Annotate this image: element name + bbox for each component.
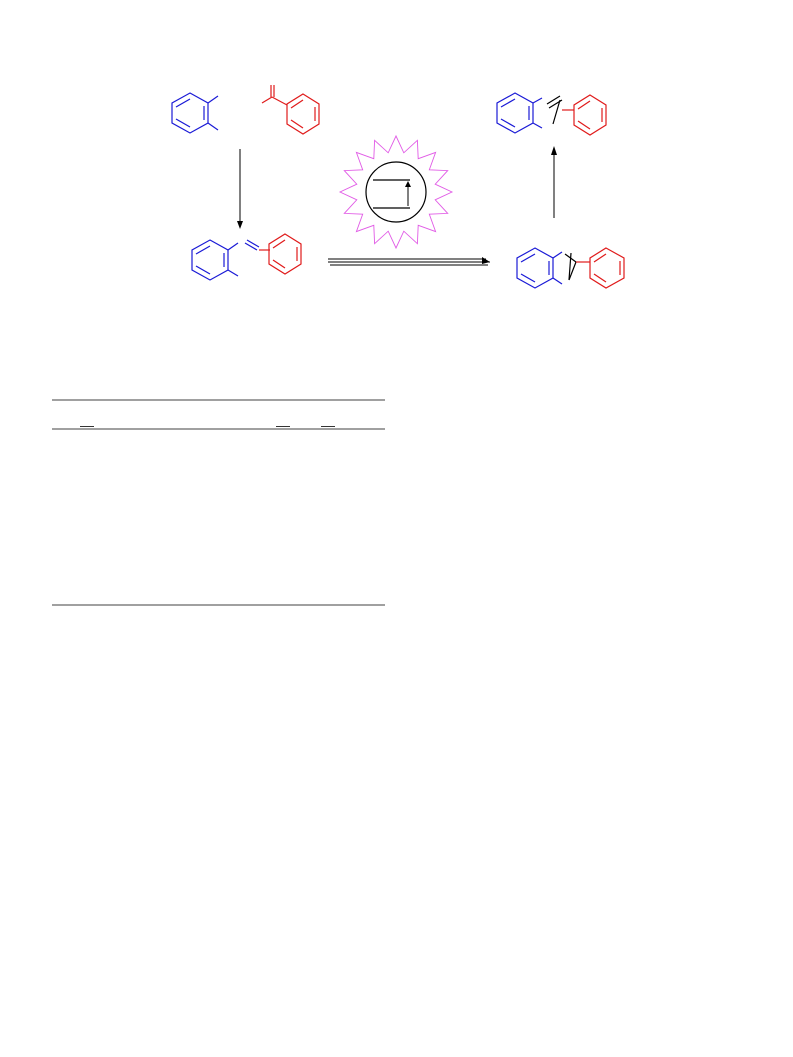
intermediate-2-molecule	[516, 247, 625, 289]
reagent-b-ring	[286, 93, 320, 135]
reagent-b-molecule	[261, 85, 320, 135]
up-arrow	[551, 146, 557, 218]
catalyst-circle	[365, 161, 427, 223]
equilibrium-arrow	[328, 257, 490, 266]
product-molecule	[496, 92, 607, 136]
reagent-a-molecule	[171, 92, 219, 134]
reagent-a-substituent-top	[207, 95, 219, 104]
down-arrow	[237, 149, 243, 229]
photocatalyst-burst	[338, 134, 454, 250]
reagent-a-substituent-bottom	[207, 122, 219, 131]
light-burst-icon	[338, 134, 454, 250]
intermediate-1-molecule	[191, 233, 302, 281]
